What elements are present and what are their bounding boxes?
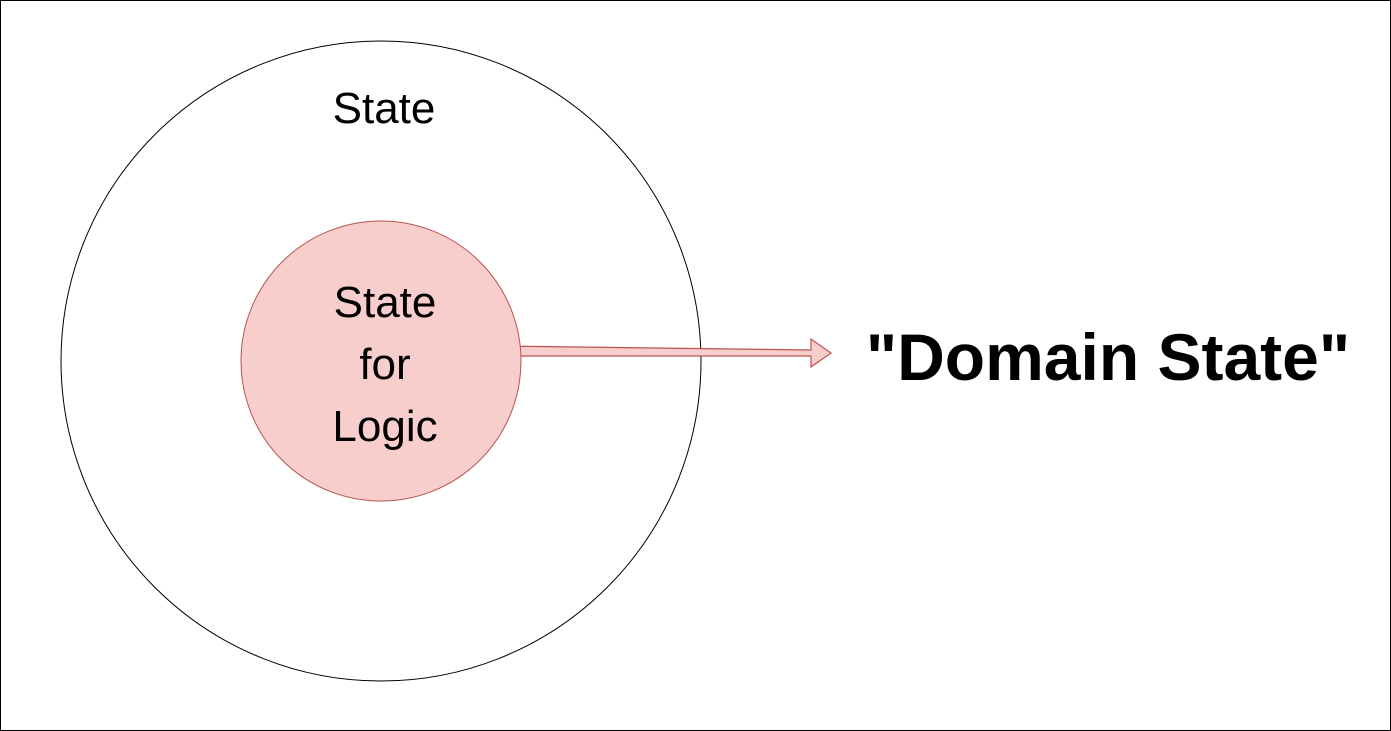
inner-label-line-1: State (334, 278, 437, 327)
inner-label-line-3: Logic (332, 402, 437, 451)
domain-state-label: "Domain State" (866, 320, 1350, 394)
inner-logic-circle (240, 220, 522, 502)
domain-state-arrow (500, 337, 833, 369)
inner-label-line-2: for (359, 340, 410, 389)
outer-state-label: State (333, 84, 436, 133)
